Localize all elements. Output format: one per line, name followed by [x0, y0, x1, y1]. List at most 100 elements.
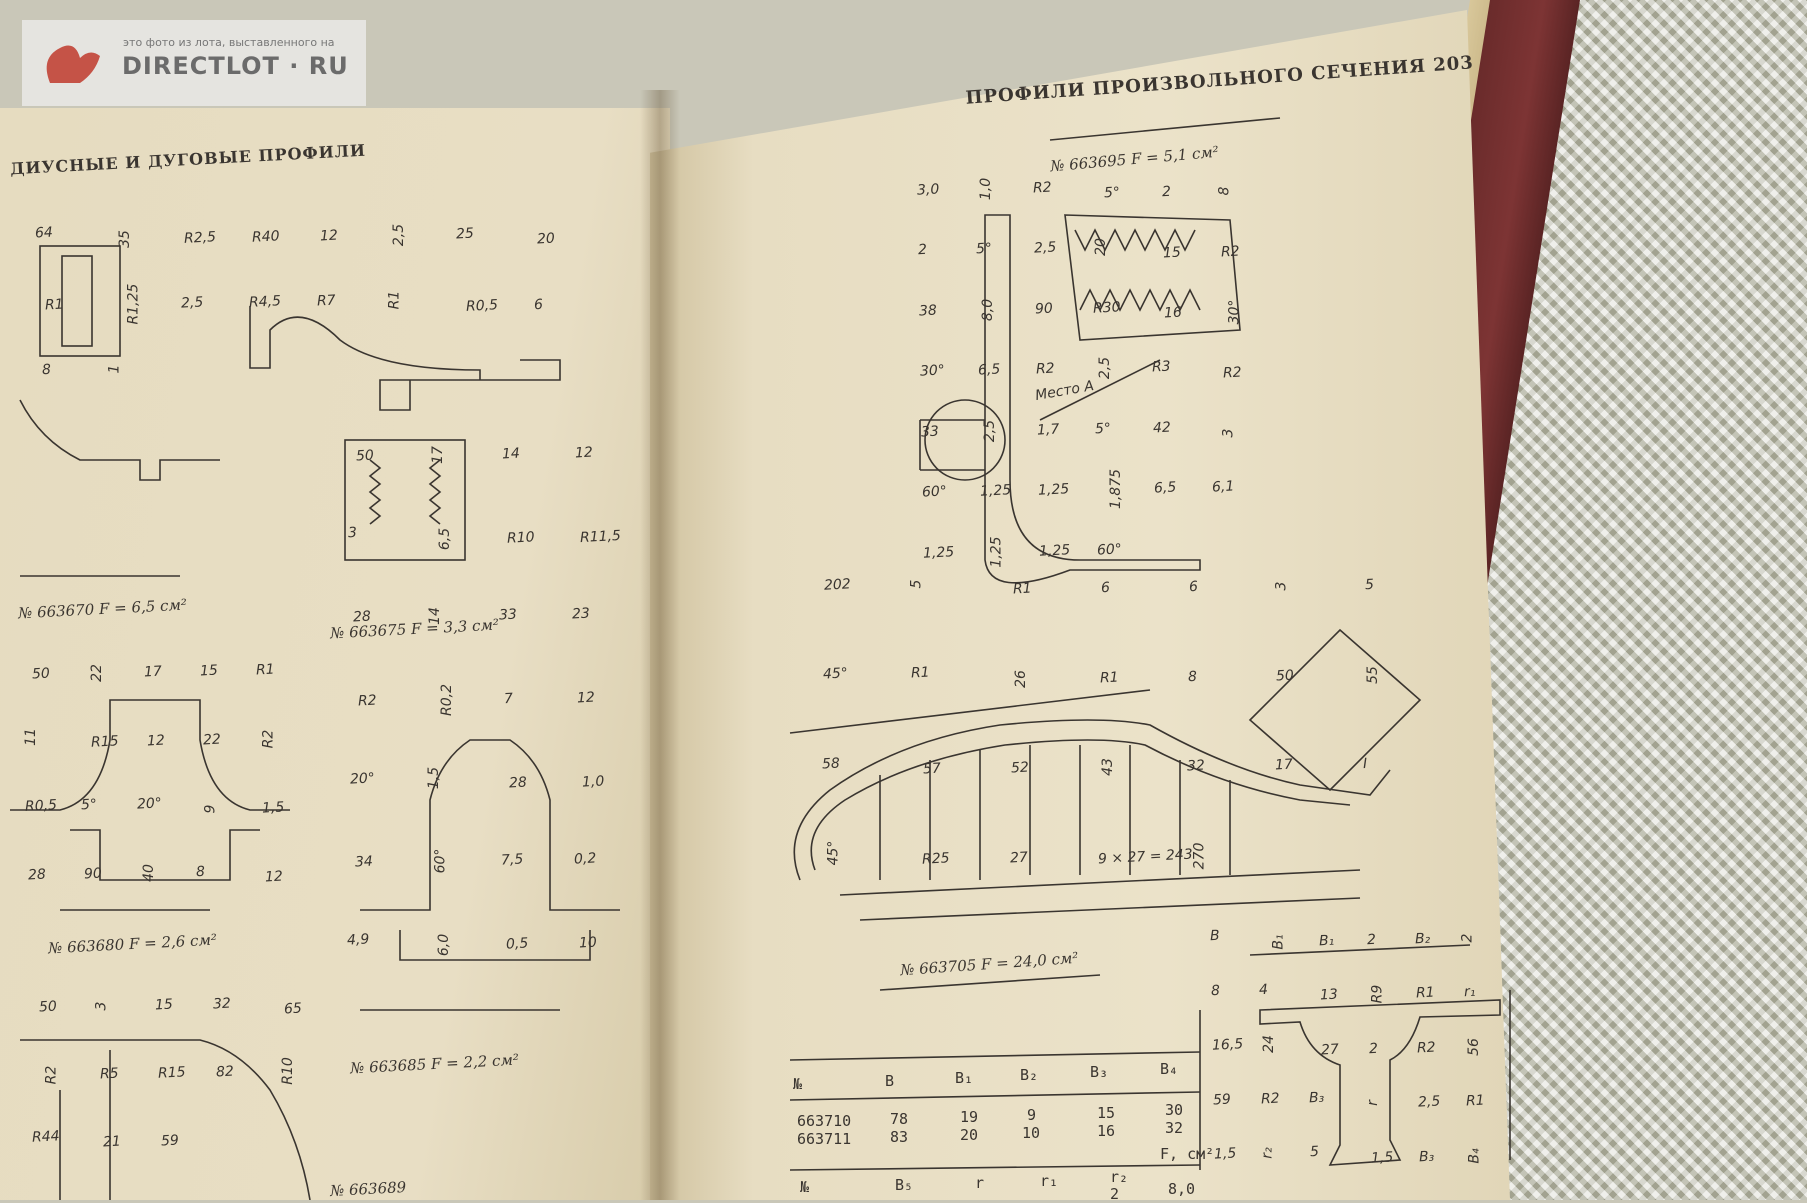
dimension-label: 3: [347, 524, 357, 542]
dimension-label: 6,5: [436, 527, 453, 550]
profile-663689: [20, 1039, 311, 1200]
table-r1-b4: 30: [1165, 1101, 1184, 1119]
dimension-label: 59: [160, 1132, 180, 1150]
dimension-label: 50: [31, 665, 51, 683]
left-page: [0, 108, 670, 1200]
dimension-label: 2,5: [1097, 356, 1114, 380]
dimension-label: 26: [1012, 669, 1029, 688]
dimension-label: R9: [1369, 984, 1386, 1004]
dimension-label: 32: [1186, 757, 1206, 775]
dimension-label: 1,7: [1036, 420, 1060, 439]
dimension-label: 60°: [1096, 540, 1123, 559]
squirrel-logo-icon: [46, 45, 100, 83]
dimension-label: 28: [27, 866, 47, 883]
dimension-label: 15: [154, 996, 174, 1014]
dimension-label: 9: [202, 804, 219, 814]
dimension-label: 25: [455, 225, 475, 243]
dimension-label: 22: [89, 664, 106, 682]
table-h-b3: B₃: [1090, 1063, 1109, 1081]
dimension-label: R15: [90, 733, 120, 751]
profile-663680: [10, 699, 290, 911]
dimension-label: 12: [146, 732, 166, 750]
dimension-label: 0,5: [505, 935, 529, 953]
dimension-label: 8,0: [980, 298, 997, 321]
table-rules: [789, 1051, 1201, 1171]
watermark-brand: DIRECTLOT · RU: [122, 52, 349, 80]
dimension-label: 270: [1191, 842, 1208, 869]
dimension-label: 27: [1320, 1041, 1340, 1059]
dimension-label: 1,25: [979, 482, 1012, 500]
dimension-label: B₁: [1318, 932, 1335, 950]
dimension-label: 3,0: [916, 180, 940, 199]
dimension-label: 33: [498, 606, 517, 624]
dimension-label: 2,5: [1033, 239, 1057, 257]
dimension-label: 57: [922, 760, 942, 778]
table-r1-b3: 15: [1097, 1104, 1116, 1122]
dimension-label: R1: [1465, 1092, 1486, 1110]
dimension-label: r: [1364, 1100, 1381, 1107]
dimension-label: 21: [102, 1133, 122, 1151]
table2-h-r: r: [975, 1174, 985, 1192]
dimension-label: R1: [1099, 669, 1120, 686]
dimension-label: 1,5: [1213, 1145, 1237, 1163]
dimension-label: 20: [1092, 238, 1109, 256]
dimension-label: 17: [143, 663, 163, 681]
dimension-label: 17: [1274, 756, 1294, 774]
dimension-label: B₄: [1466, 1148, 1483, 1164]
dimension-label: B₁: [1270, 934, 1287, 950]
table-h-no: №: [793, 1075, 803, 1093]
dimension-label: 1,25: [988, 535, 1005, 568]
dimension-label: R2: [43, 1065, 60, 1085]
dimension-label: 14: [426, 607, 443, 626]
dimension-label: 6,5: [977, 361, 1001, 379]
dimension-label: R7: [316, 292, 337, 310]
table-r2-b1: 20: [960, 1126, 979, 1144]
dimension-label: 43: [1099, 758, 1116, 776]
dimension-label: R1: [910, 664, 931, 682]
dimension-label: 60°: [431, 849, 448, 874]
table2-h-f: F, см²: [1160, 1145, 1215, 1163]
dimension-label: 8: [1187, 668, 1198, 685]
dimension-label: R2,5: [183, 229, 217, 247]
dimension-label: 5°: [1094, 420, 1112, 437]
dimension-label: 1,0: [978, 177, 995, 200]
dimension-label: 2: [917, 241, 928, 259]
dimension-label: 1,5: [425, 766, 442, 789]
dimension-label: 11: [23, 727, 40, 746]
dimension-label: R40: [251, 228, 280, 246]
dimension-label: 1,875: [1108, 468, 1125, 510]
dimension-label: R2: [1416, 1039, 1437, 1057]
dimension-label: r₂: [1259, 1147, 1276, 1159]
dimension-label: 56: [1465, 1037, 1482, 1056]
dimension-label: 2,5: [982, 419, 999, 442]
dimension-label: 23: [571, 605, 590, 623]
dimension-label: 16: [1163, 304, 1183, 322]
dimension-label: 34: [354, 853, 373, 871]
dimension-label: 14: [501, 445, 520, 463]
table2-h-b5: B₅: [895, 1176, 914, 1194]
table-h-b1: B₁: [955, 1069, 974, 1087]
dimension-label: R25: [921, 849, 950, 868]
dimension-label: 27: [1009, 849, 1029, 866]
watermark-panel: [22, 20, 366, 106]
profile-663675: [344, 439, 466, 561]
dimension-label: 5°: [975, 240, 993, 258]
dimension-label: 42: [1152, 419, 1172, 436]
dimension-label: 20°: [349, 769, 375, 788]
dimension-label: 5°: [1103, 184, 1121, 202]
dimension-label: 22: [202, 731, 222, 749]
table-r1-b1: 19: [960, 1108, 979, 1126]
table-h-b2: B₂: [1020, 1066, 1039, 1084]
dimension-label: 8: [1210, 982, 1221, 1000]
dimension-label: 33: [920, 423, 940, 440]
dimension-label: 1,5: [261, 799, 286, 817]
dimension-label: 1: [106, 364, 123, 374]
dimension-label: 5: [1309, 1144, 1320, 1161]
table2-r-r2: 2: [1110, 1185, 1120, 1203]
dimension-label: R1: [1012, 580, 1033, 598]
dimension-label: 6,1: [1211, 478, 1235, 496]
dimension-label: 1,5: [1370, 1149, 1394, 1167]
dimension-label: 50: [38, 998, 58, 1016]
table-r2-b2: 10: [1022, 1124, 1041, 1142]
